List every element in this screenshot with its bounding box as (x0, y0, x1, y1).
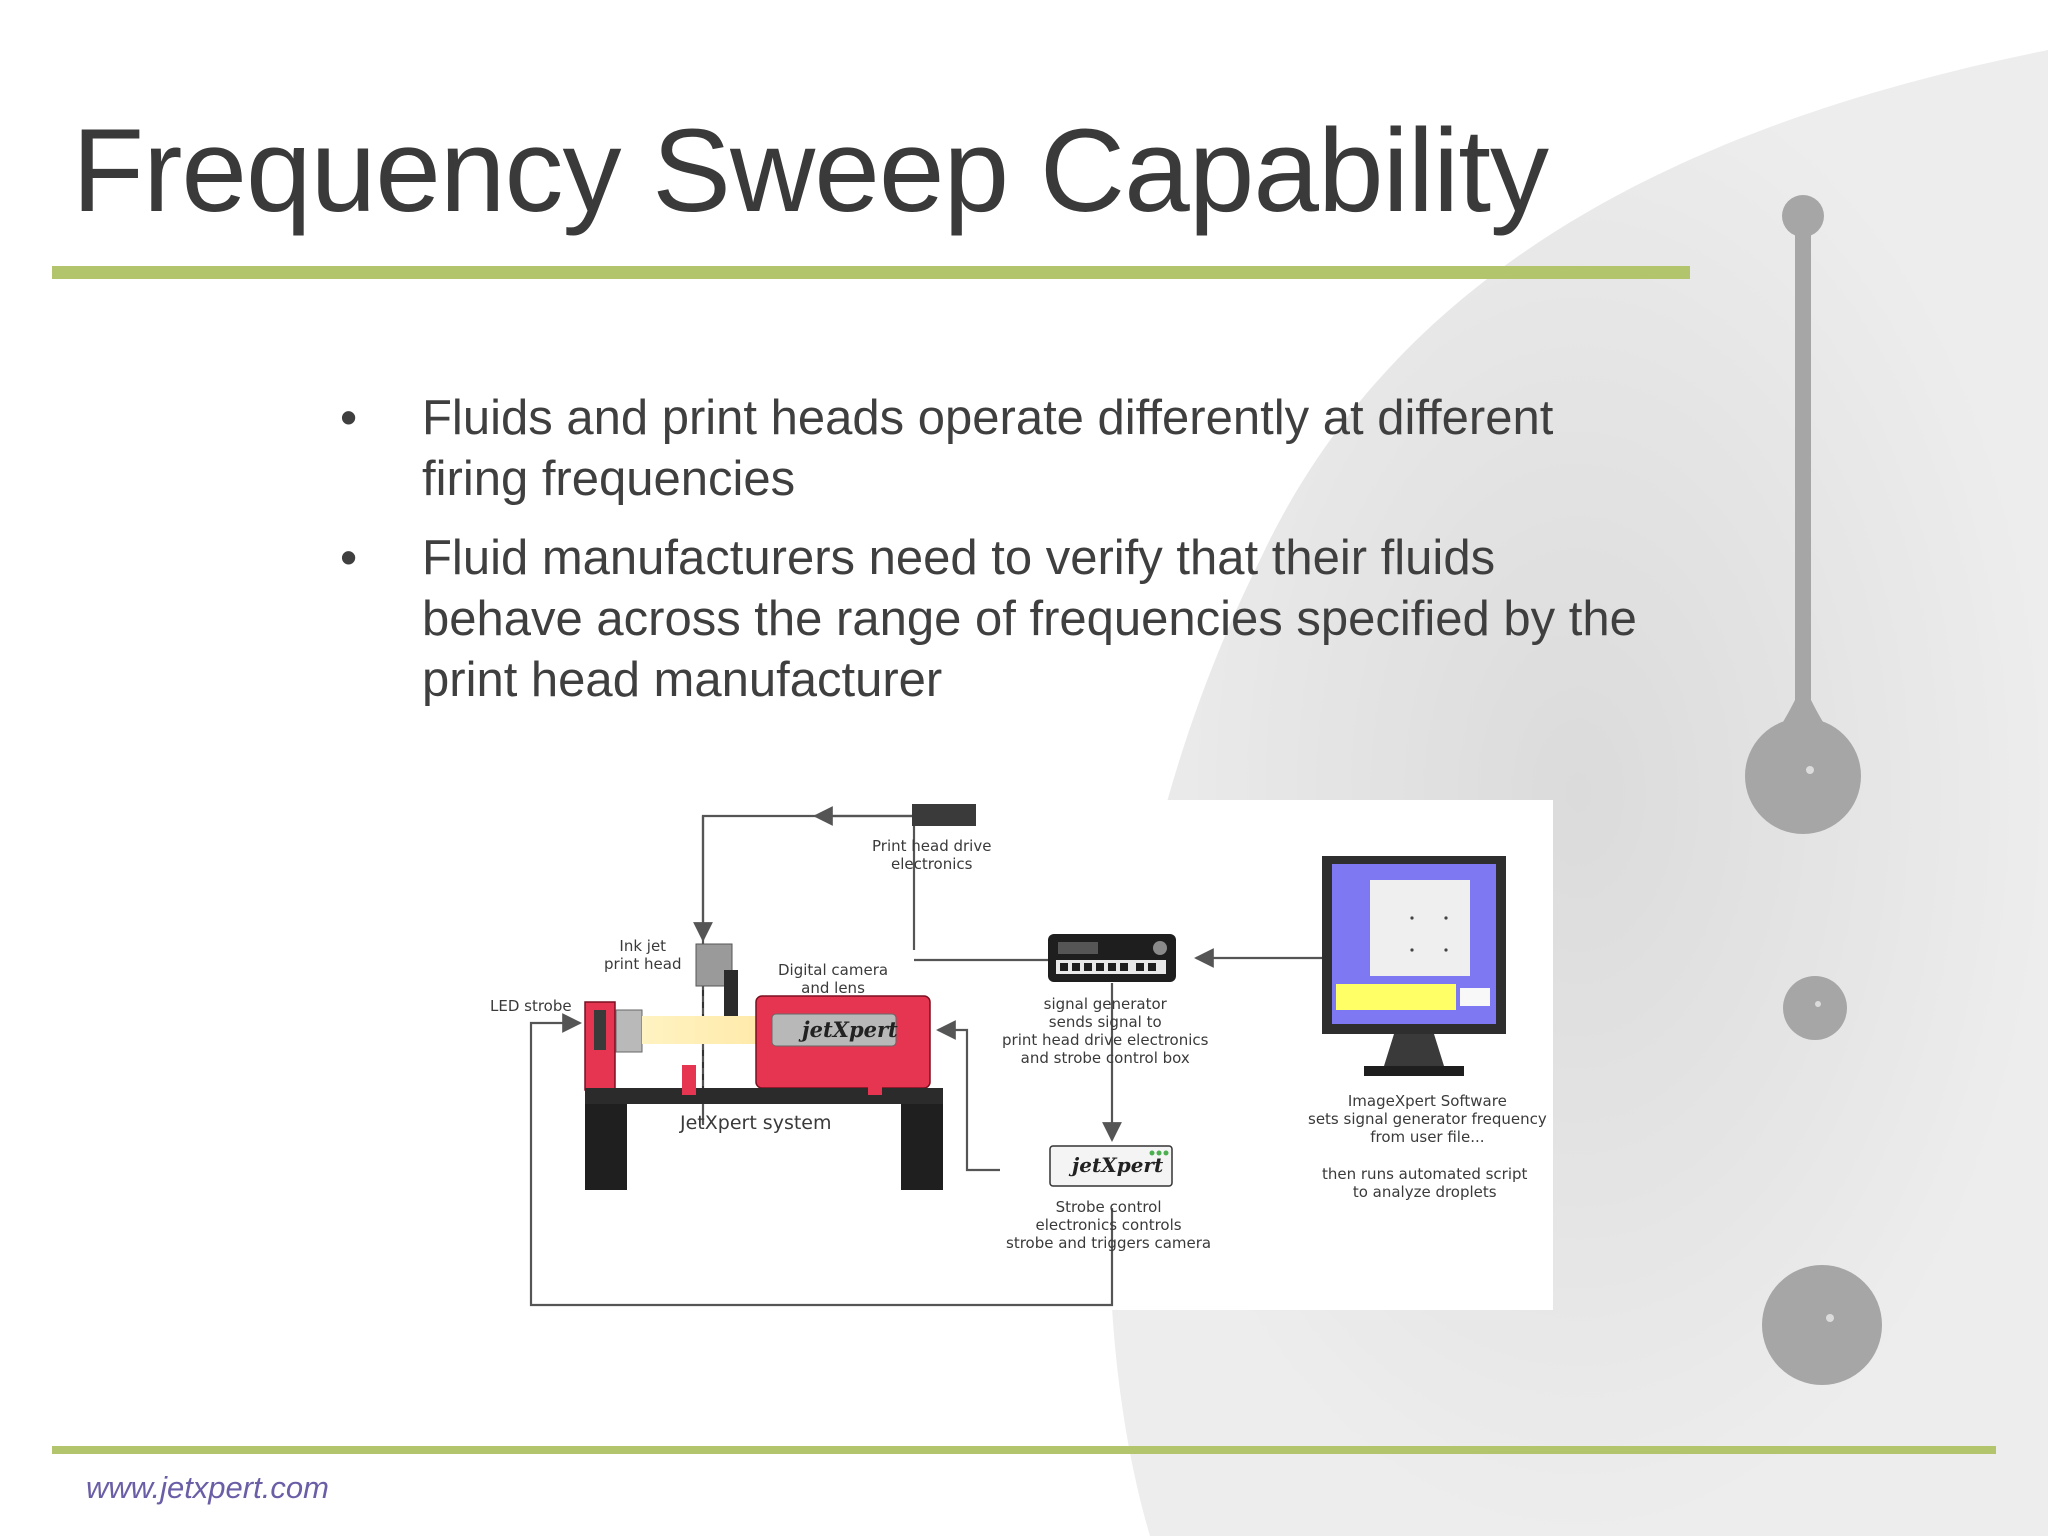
software-label: ImageXpert Software sets signal generato… (1308, 1092, 1547, 1146)
software-script-label: then runs automated script to analyze dr… (1322, 1165, 1527, 1201)
strobe-box-logo: jetXpert (1072, 1153, 1164, 1177)
bullet-marker: • (340, 391, 358, 445)
drive-electronics-label-line: electronics (890, 855, 973, 873)
slide-title: Frequency Sweep Capability (72, 105, 1549, 237)
ink-jet-label-line: Ink jet (619, 937, 667, 955)
bullet-list: • Fluids and print heads operate differe… (340, 388, 1640, 729)
signal-generator-label-line: and strobe control box (1020, 1049, 1190, 1067)
title-divider (52, 266, 1690, 279)
droplet-stream (1745, 195, 1882, 1385)
strobe-control-label-line: strobe and triggers camera (1006, 1234, 1212, 1252)
software-script-label-line: then runs automated script (1322, 1165, 1528, 1183)
jetxpert-system-label: JetXpert system (680, 1112, 832, 1134)
diagram-graphics (529, 804, 1506, 1307)
signal-generator-label-line: signal generator (1043, 995, 1167, 1013)
software-label-line: from user file... (1370, 1128, 1485, 1146)
strobe-control-box-graphic (1049, 1145, 1173, 1187)
digital-camera-label: Digital camera and lens (778, 961, 888, 997)
led-strobe-graphic (584, 1001, 643, 1091)
bullet-text: Fluids and print heads operate different… (422, 391, 1554, 506)
strobe-control-label: Strobe control electronics controls stro… (1006, 1198, 1211, 1252)
camera-logo: jetXpert (802, 1017, 898, 1042)
system-diagram: Print head drive electronics Ink jet pri… (470, 800, 1553, 1310)
signal-generator-label: signal generator sends signal to print h… (1002, 995, 1208, 1067)
print-head-graphic (695, 943, 738, 1090)
jetxpert-bench-graphic (585, 1065, 943, 1190)
ink-jet-label: Ink jet print head (604, 937, 681, 973)
signal-generator-label-line: sends signal to (1048, 1013, 1162, 1031)
bullet-item: • Fluids and print heads operate differe… (340, 388, 1640, 510)
light-beam (642, 1016, 770, 1044)
bullet-item: • Fluid manufacturers need to verify tha… (340, 528, 1640, 711)
strobe-control-label-line: Strobe control (1055, 1198, 1162, 1216)
software-label-line: sets signal generator frequency (1308, 1110, 1547, 1128)
drive-electronics-label-line: Print head drive (872, 837, 992, 855)
ink-jet-label-line: print head (604, 955, 682, 973)
software-script-label-line: to analyze droplets (1352, 1183, 1497, 1201)
digital-camera-label-line: Digital camera (778, 961, 889, 979)
bullet-marker: • (340, 531, 358, 585)
strobe-control-label-line: electronics controls (1035, 1216, 1182, 1234)
drive-electronics-label: Print head drive electronics (872, 837, 991, 873)
footer-divider (52, 1446, 1996, 1454)
bullet-text: Fluid manufacturers need to verify that … (422, 531, 1637, 707)
led-strobe-label: LED strobe (490, 997, 572, 1015)
signal-generator-label-line: print head drive electronics (1002, 1031, 1209, 1049)
monitor-graphic (1322, 856, 1506, 1076)
digital-camera-graphic (755, 995, 931, 1089)
signal-generator-graphic (1048, 934, 1176, 982)
digital-camera-label-line: and lens (801, 979, 865, 997)
drive-electronics-box (912, 804, 976, 826)
software-label-line: ImageXpert Software (1347, 1092, 1507, 1110)
footer-website-link[interactable]: www.jetxpert.com (86, 1470, 329, 1505)
